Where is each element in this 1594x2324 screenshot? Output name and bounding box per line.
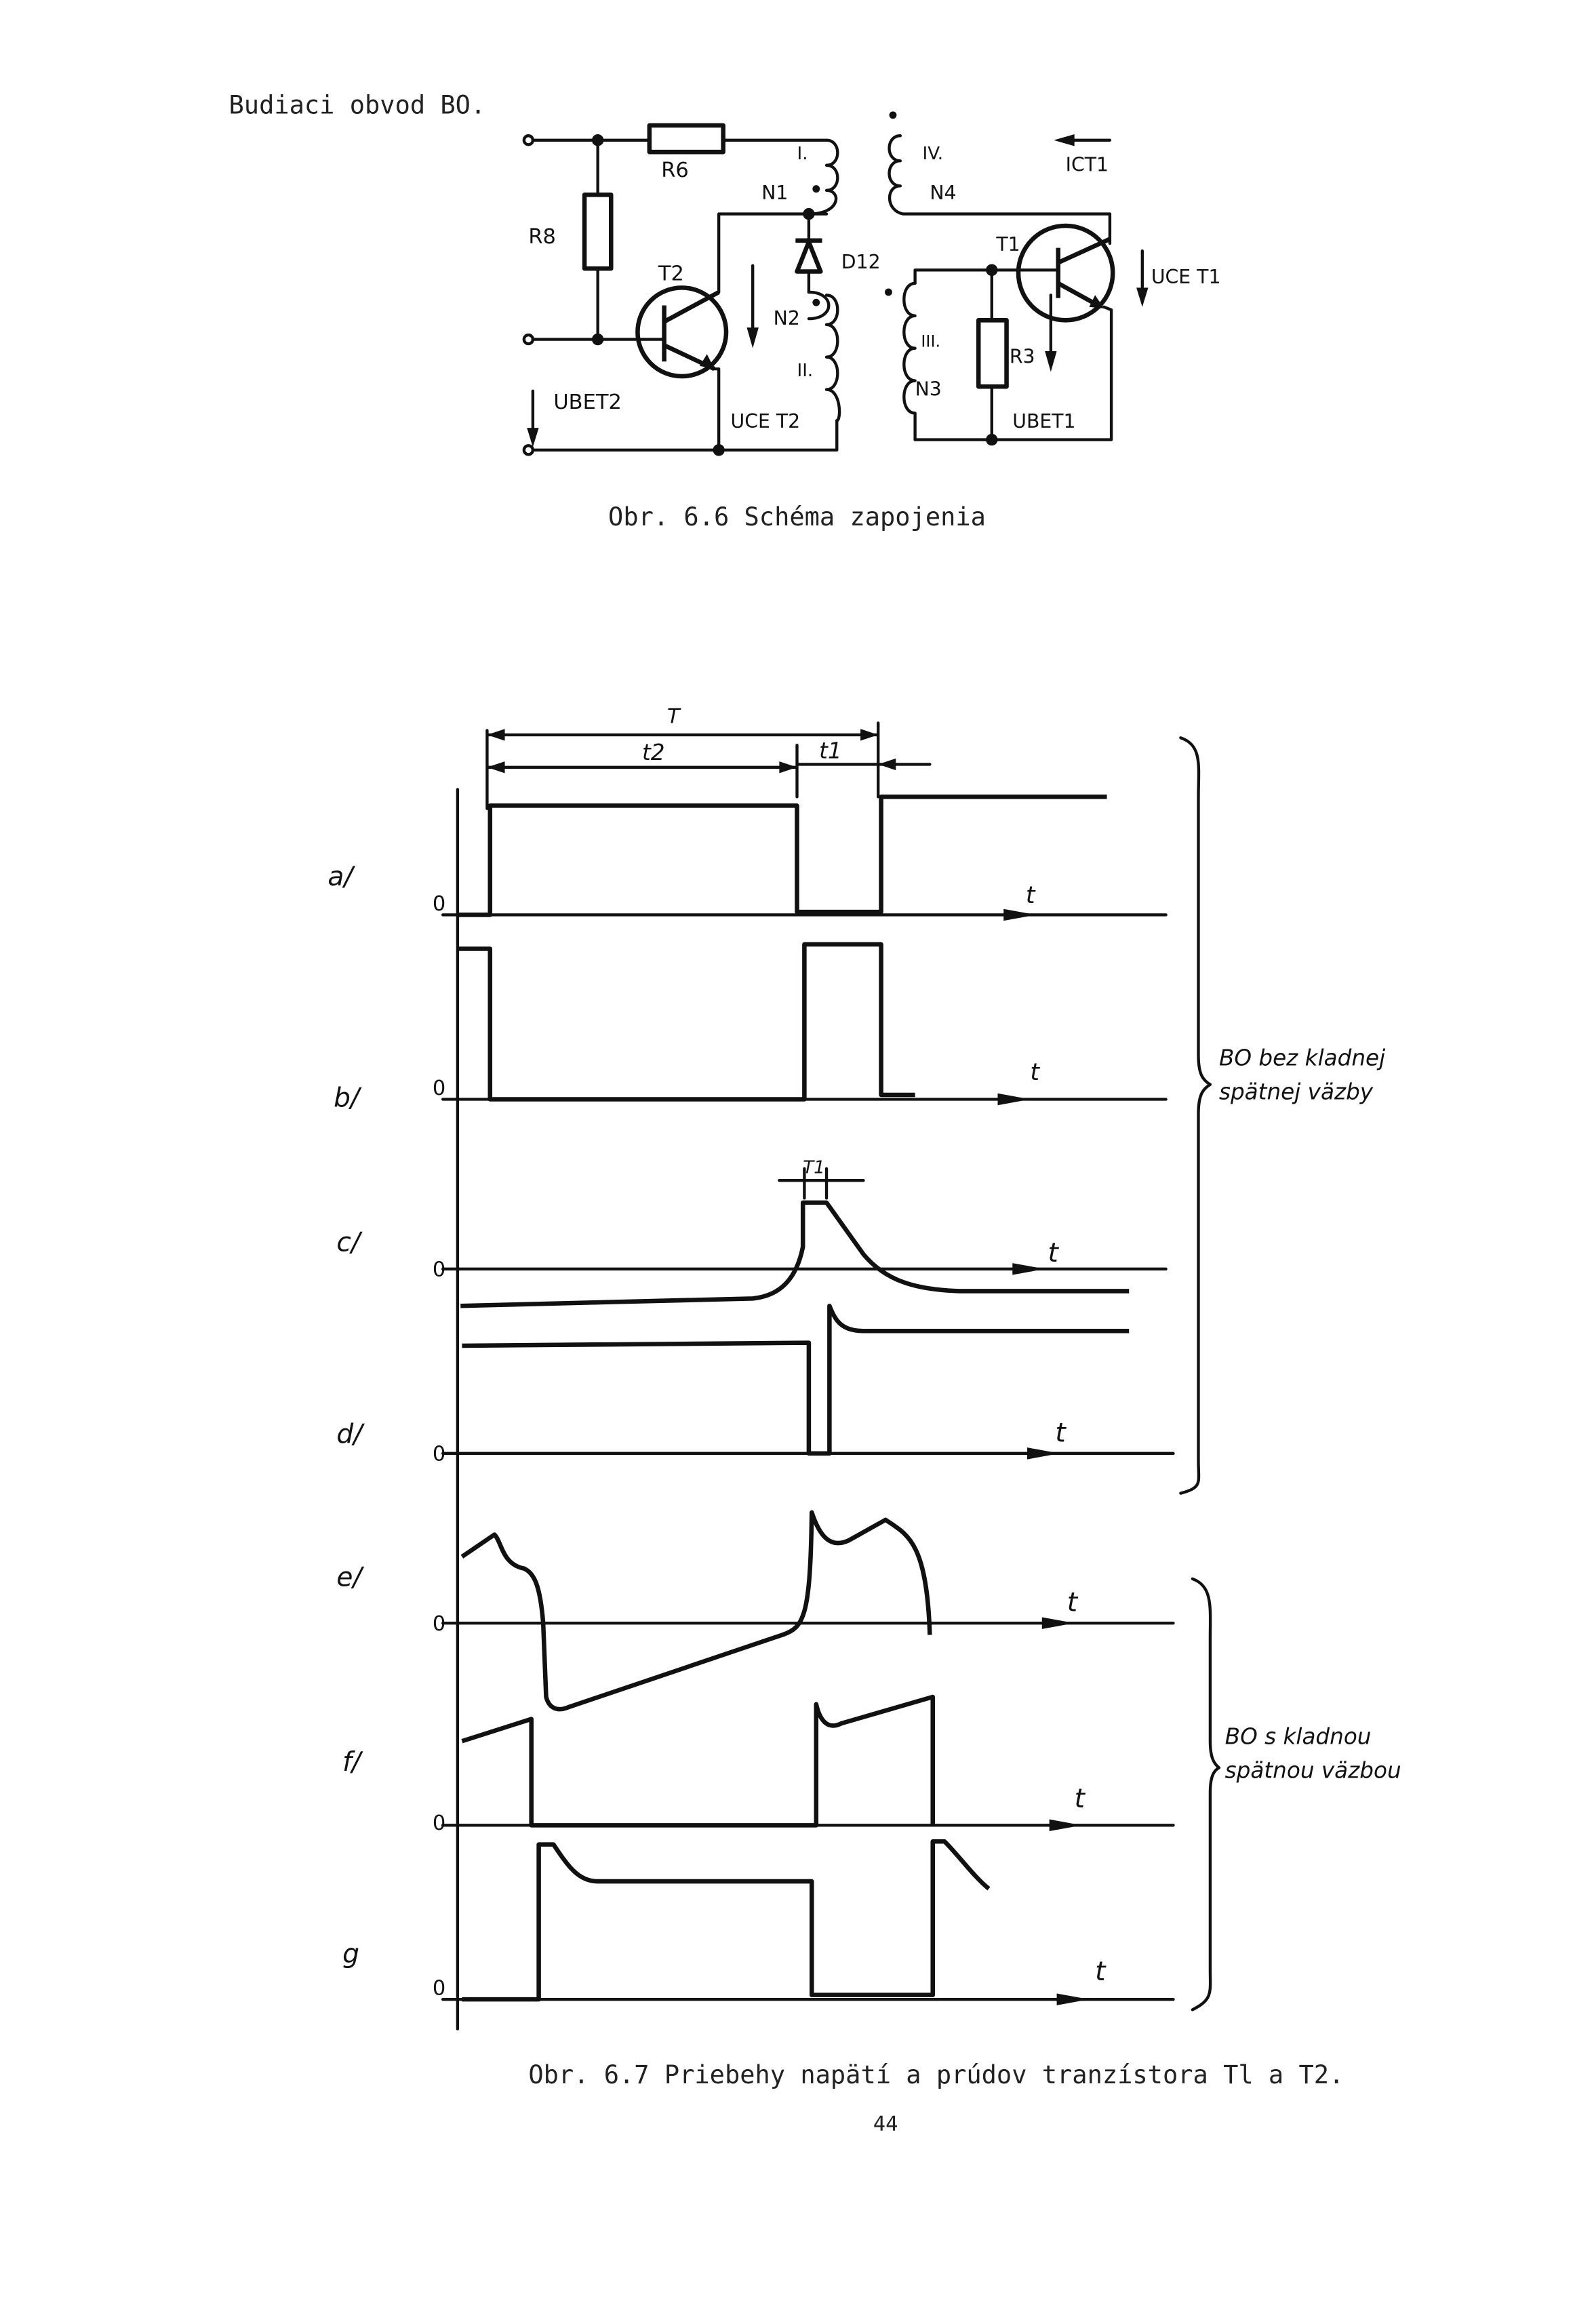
dim-T1-lines [778, 1167, 865, 1200]
svg-text:e/: e/ [336, 1563, 364, 1593]
trace-d [462, 1303, 1130, 1456]
svg-text:t: t [1048, 1238, 1060, 1268]
node [713, 444, 725, 456]
brace-group-1 [1179, 736, 1212, 1495]
label-r3: R3 [1010, 345, 1035, 367]
polarity-dot [812, 185, 820, 193]
label-n1: N1 [761, 182, 788, 204]
svg-text:0: 0 [433, 892, 445, 916]
svg-text:b/: b/ [334, 1083, 362, 1113]
trace-b [457, 942, 915, 1102]
svg-text:t: t [1075, 1784, 1086, 1814]
label-r6: R6 [661, 159, 689, 182]
label-ubet1: UBET1 [1012, 410, 1075, 433]
row-labels: a/ b/ c/ d/ e/ f/ g [327, 862, 365, 1969]
time-axes [441, 908, 1175, 2005]
wire-base-t1 [913, 268, 1060, 285]
label-winding-1: I. [797, 144, 808, 164]
wire-bottom [531, 419, 839, 452]
svg-text:a/: a/ [327, 862, 355, 892]
svg-text:d/: d/ [336, 1420, 365, 1450]
waveform-diagram: T t2 t1 T1 BO bez kladnej spätnej väzby … [327, 704, 1401, 2030]
svg-text:0: 0 [433, 1077, 445, 1100]
brace-group-2 [1191, 1577, 1221, 2011]
resistor-r8 [582, 193, 614, 271]
label-winding-2: II. [797, 361, 814, 381]
label-n3: N3 [915, 378, 942, 400]
label-winding-4: IV. [923, 144, 944, 164]
wire-emitter-t1 [913, 305, 1113, 441]
circuit-schematic: R6 R8 T2 I. N1 D12 N2 II. UCE T2 UBET2 I… [522, 111, 1221, 456]
group-2-label-line2: spätnou väzbou [1225, 1758, 1401, 1784]
trace-f [461, 1694, 936, 1828]
polarity-dot [889, 111, 897, 119]
group-2-label-line1: BO s kladnou [1225, 1724, 1372, 1750]
coil-n1 [807, 138, 839, 216]
zero-labels: 0 0 0 0 0 0 0 [433, 892, 445, 2001]
svg-text:t: t [1095, 1957, 1107, 1987]
diode-d12 [795, 238, 823, 274]
transistor-t1 [1016, 223, 1115, 323]
label-uce-t2: UCE T2 [731, 410, 801, 433]
dim-t2: t2 [642, 740, 665, 765]
axis-t-labels: t t t t t t t [1026, 882, 1107, 1987]
svg-text:0: 0 [433, 1258, 445, 1282]
svg-text:c/: c/ [336, 1228, 363, 1258]
figure-caption-6-7: Obr. 6.7 Priebehy napätí a prúdov tranzí… [528, 2060, 1344, 2089]
label-d12: D12 [841, 251, 881, 273]
svg-text:0: 0 [433, 1612, 445, 1636]
svg-text:t: t [1030, 1059, 1040, 1086]
emitter-arrow [699, 354, 715, 369]
label-n4: N4 [930, 182, 956, 204]
emitter-arrow [1089, 295, 1104, 308]
svg-text:t: t [1055, 1418, 1067, 1448]
coil-n4 [888, 134, 1112, 245]
resistor-r6 [647, 123, 725, 155]
polarity-dot [812, 298, 820, 306]
svg-text:t: t [1026, 882, 1036, 909]
dim-t1: t1 [819, 738, 842, 764]
coil-n3 [902, 281, 917, 441]
wire-emitter-t2 [713, 367, 721, 452]
coil-n2 [807, 290, 841, 422]
svg-text:t: t [1067, 1588, 1079, 1618]
label-n2: N2 [774, 307, 800, 329]
wire-collector-t2 [717, 212, 829, 294]
label-r8: R8 [528, 225, 556, 249]
svg-text:0: 0 [433, 1443, 445, 1466]
dim-T1: T1 [803, 1157, 825, 1178]
transistor-t1-leads [1056, 237, 1111, 309]
polarity-dot [885, 288, 892, 296]
label-uce-t1: UCE T1 [1151, 266, 1221, 288]
dim-T: T [667, 704, 681, 728]
svg-text:f/: f/ [342, 1747, 363, 1778]
trace-c [460, 1200, 1130, 1308]
figure-caption-6-6: Obr. 6.6 Schéma zapojenia [608, 502, 986, 532]
label-winding-3: III. [921, 332, 940, 350]
section-title: Budiaci obvod BO. [229, 91, 486, 120]
label-ubet2: UBET2 [553, 390, 621, 414]
svg-text:g: g [342, 1939, 359, 1969]
trace-g [462, 1839, 991, 2002]
label-t2: T2 [658, 262, 684, 286]
trace-e [460, 1510, 932, 1712]
transistor-t2 [635, 285, 729, 379]
svg-text:0: 0 [433, 1811, 445, 1835]
group-1-label-line1: BO bez kladnej [1219, 1045, 1386, 1070]
label-t1: T1 [995, 233, 1020, 256]
page-number: 44 [873, 2112, 898, 2136]
label-ict1: ICT1 [1066, 153, 1109, 176]
resistor-r3 [976, 318, 1009, 389]
group-1-label-line2: spätnej väzby [1219, 1079, 1374, 1104]
transistor-t2-leads [662, 290, 720, 372]
dimension-lines [485, 721, 932, 810]
svg-text:0: 0 [433, 1977, 445, 2001]
trace-a [457, 795, 1107, 917]
